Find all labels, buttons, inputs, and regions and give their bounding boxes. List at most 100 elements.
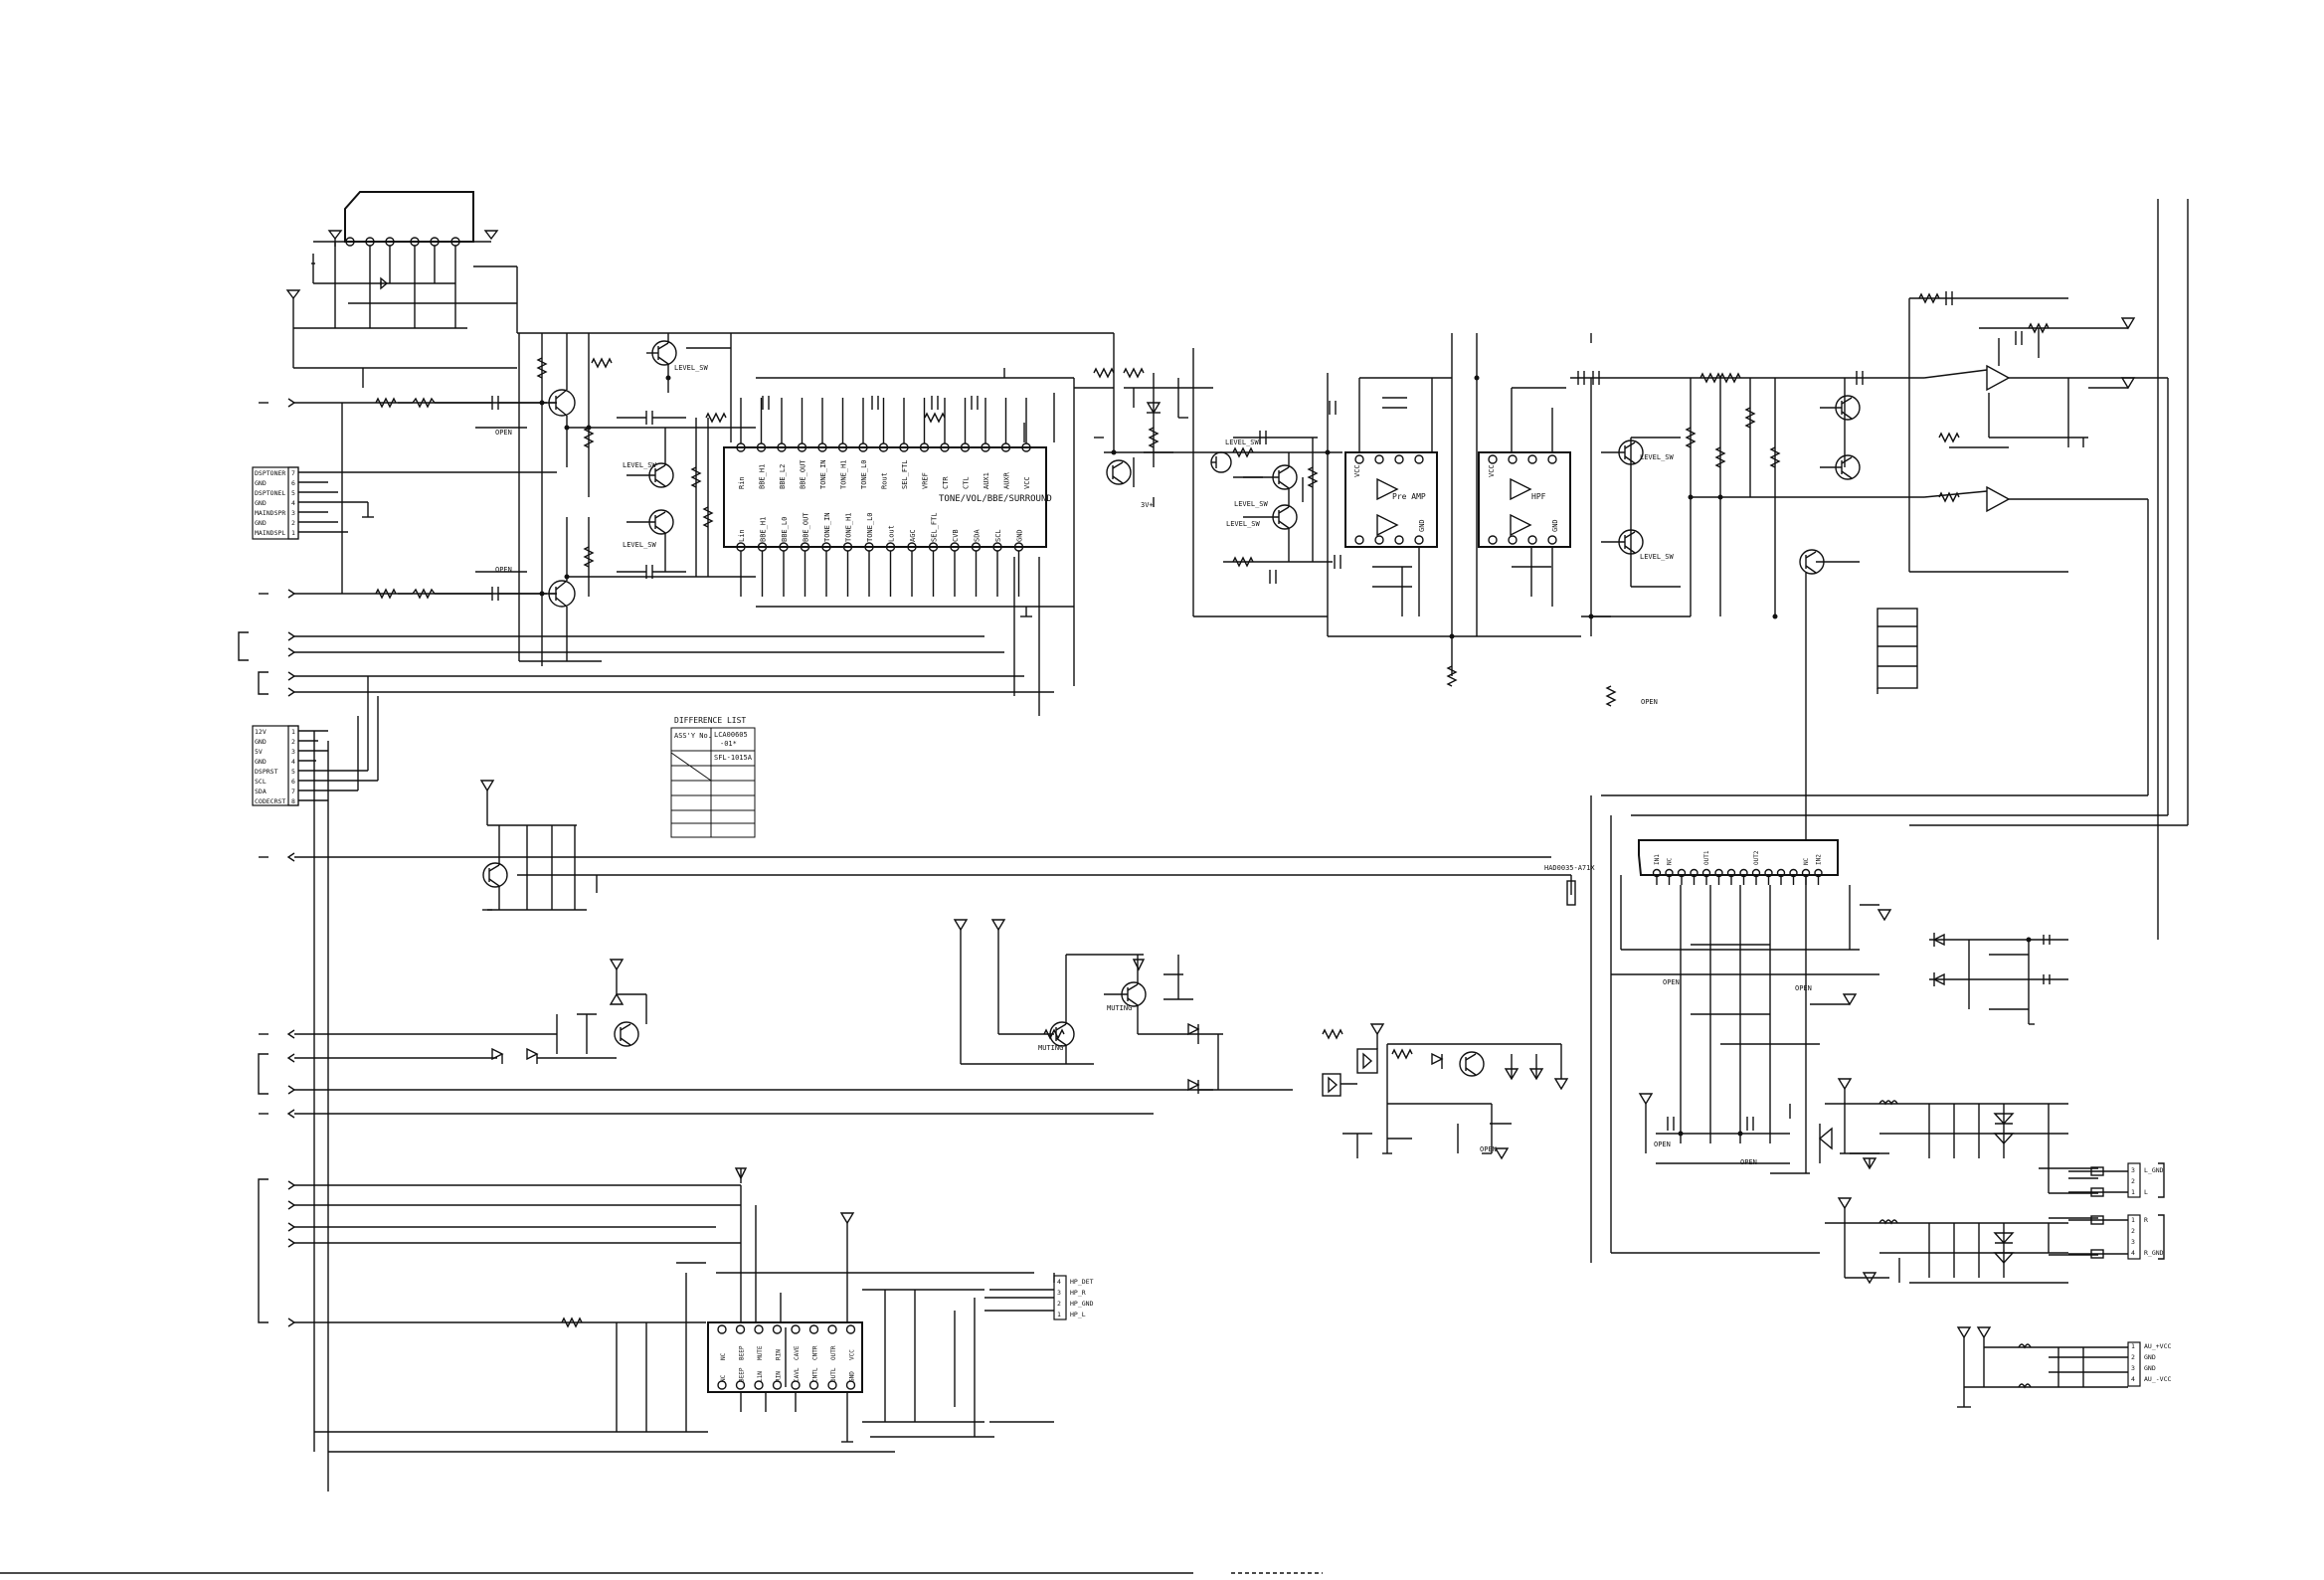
junction [1772, 614, 1778, 619]
net-labels: LEVEL_SW LEVEL_SW LEVEL_SW LEVEL_SW LEVE… [495, 364, 1812, 1166]
ic-main-pin-bottom: Lout [888, 525, 896, 542]
label-level-sw-5: LEVEL_SW [1234, 500, 1269, 508]
junction [1588, 614, 1594, 619]
power-supply-section [1898, 199, 2189, 1284]
conn_left2-pin: 3 [291, 748, 295, 756]
junction [1678, 1131, 1684, 1137]
ic-main-pin-bottom: AGC [909, 529, 917, 542]
label-level-sw-1: LEVEL_SW [674, 364, 709, 372]
conn_out_r-label: R_GND [2144, 1249, 2164, 1257]
conn_left2-pin: 5 [291, 768, 295, 776]
resistor [1744, 407, 1756, 429]
label-open-5: OPEN [1795, 984, 1812, 992]
pin-marker [754, 1324, 764, 1334]
junction [1449, 633, 1455, 639]
ic-main-pin-top: VREF [922, 472, 930, 489]
label-3v: 3V+ [1141, 501, 1154, 509]
hpf-vcc: VCC [1488, 464, 1496, 477]
pin-marker [772, 1380, 783, 1390]
input-buffer-stages [398, 333, 756, 666]
ic-hp-pin-top: NC [720, 1352, 727, 1360]
junction [2026, 937, 2032, 943]
conn_hp-pin: 3 [1057, 1289, 1061, 1297]
junction [1737, 1131, 1743, 1137]
hpf-gnd: GND [1551, 519, 1559, 532]
conn_out_r-pin: 3 [2131, 1238, 2135, 1246]
conn_left2-pin: 7 [291, 788, 295, 795]
resistor [1938, 491, 1960, 503]
resistor [561, 1317, 583, 1328]
ic-main-pin-bottom: CVB [952, 529, 960, 542]
resistor [1685, 427, 1697, 448]
level-switch-transistors [626, 333, 731, 577]
pin-marker [791, 1324, 801, 1334]
resistor-network [1877, 608, 1918, 694]
resistor [702, 506, 714, 528]
middle-amp-stages [1094, 348, 1342, 617]
junction [564, 425, 570, 431]
resistor [1938, 432, 1960, 443]
muting-circuit-center [953, 919, 1293, 1094]
connector-left-1: 7DSPTONER6GND5DSPTONEL4GND3MAINDSPR2GND1… [252, 403, 557, 594]
ic-main-pin-bottom: TONE_L0 [866, 512, 874, 542]
conn_left2-label: SDA [255, 788, 267, 795]
label-muting-1: MUTING [1107, 1004, 1132, 1012]
conn_left1-pin: 6 [291, 479, 295, 487]
resistor [583, 427, 595, 448]
conn_hp-pin: 4 [1057, 1278, 1061, 1286]
ic-main-pin-top: CTR [942, 476, 950, 489]
resistor [1918, 292, 1940, 304]
ic-main-pin-bottom: SDA [974, 529, 982, 542]
conn_left2-label: DSPRST [255, 768, 278, 776]
difference-list-col1: ASS'Y No. [674, 732, 712, 740]
output-filter-right [1825, 1197, 2098, 1285]
resistor [536, 357, 548, 379]
pin-marker [791, 1380, 801, 1390]
pin-marker [827, 1324, 837, 1334]
label-muting-2: MUTING [1038, 1044, 1063, 1052]
ic-main-pin-top: Rout [881, 472, 889, 489]
conn_out_l-label: L [2144, 1188, 2148, 1196]
lower-left-transistors [479, 780, 1576, 911]
conn_left1-pin: 7 [291, 469, 295, 477]
resistor [1148, 427, 1160, 448]
conn_hp-label: HP_DET [1070, 1278, 1094, 1286]
conn_left1-label: MAINDSPL [255, 529, 285, 537]
ic-main-pin-top: AUXR [1003, 471, 1011, 489]
conn_left1-pin: 4 [291, 499, 295, 507]
resistor [583, 546, 595, 568]
conn_hp-label: HP_L [1070, 1311, 1086, 1318]
ic-hp-pin-bottom: NC [720, 1374, 727, 1382]
conn_power-pin: 1 [2131, 1342, 2135, 1350]
difference-list-col2-line2: -01* [720, 740, 737, 748]
conn_out_r-pin: 2 [2131, 1227, 2135, 1235]
resistor [1714, 446, 1726, 468]
label-open-3: OPEN [1641, 698, 1658, 706]
resistor [1322, 1028, 1343, 1040]
conn_out_r-pin: 4 [2131, 1249, 2135, 1257]
ic-power-pin: OUT2 [1753, 850, 1760, 865]
conn_out_l-label: L_GND [2144, 1166, 2164, 1174]
conn_power-pin: 4 [2131, 1375, 2135, 1383]
resistor [1093, 367, 1115, 379]
conn_power-label: AU_+VCC [2144, 1342, 2171, 1350]
pin-marker [808, 1380, 819, 1390]
resistor [924, 412, 946, 424]
conn_left2-pin: 6 [291, 778, 295, 786]
resistor [1605, 685, 1617, 707]
junction [539, 591, 545, 597]
junction [1688, 494, 1694, 500]
ic-main-pin-bottom: GND [1016, 529, 1024, 542]
resistor [705, 412, 727, 424]
ic-hp-pin-top: RIN [776, 1349, 783, 1360]
resistor [591, 357, 613, 369]
ic-main-pin-top: TONE_IN [819, 459, 827, 489]
pin-marker [772, 1324, 783, 1334]
conn_left2-label: SCL [255, 778, 267, 786]
conn_out_l-pin: 1 [2131, 1188, 2135, 1196]
